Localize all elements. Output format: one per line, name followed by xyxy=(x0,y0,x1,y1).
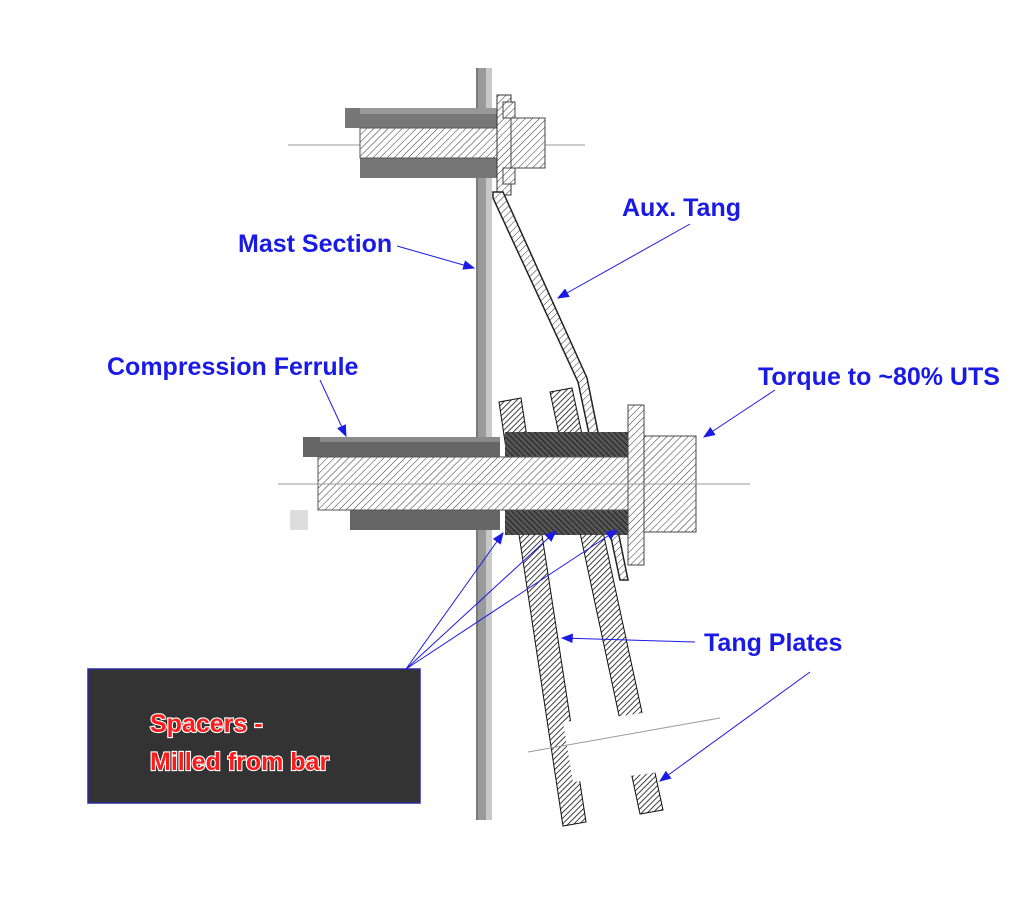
spacers-label-line2: Milled from bar xyxy=(150,748,329,776)
spacers-label-line1: Spacers - xyxy=(150,710,263,738)
labels: Mast Section Aux. Tang Compression Ferru… xyxy=(107,194,1000,657)
spacer-leader-1 xyxy=(405,532,504,670)
mast-section-leader xyxy=(396,245,476,270)
upper-bolt-assembly xyxy=(288,94,585,196)
tang-plates-leader-1 xyxy=(560,633,696,644)
compression-ferrule-leader xyxy=(319,379,347,438)
spacers-callout: Spacers - Milled from bar xyxy=(87,668,421,804)
tang-plates-label: Tang Plates xyxy=(704,629,842,657)
torque-label: Torque to ~80% UTS xyxy=(758,363,1000,391)
torque-leader xyxy=(702,389,776,438)
aux-tang-label: Aux. Tang xyxy=(622,194,741,222)
mast-section-label: Mast Section xyxy=(238,230,392,258)
spacers-callout-box xyxy=(87,668,421,804)
aux-tang xyxy=(492,191,629,581)
compression-ferrule-label: Compression Ferrule xyxy=(107,353,359,381)
leader-lines xyxy=(319,223,811,782)
spacer-leader-2 xyxy=(405,530,557,670)
aux-tang-leader xyxy=(556,223,691,299)
spacer-leader-3 xyxy=(405,529,619,670)
tang-plates-leader-2 xyxy=(659,671,811,782)
